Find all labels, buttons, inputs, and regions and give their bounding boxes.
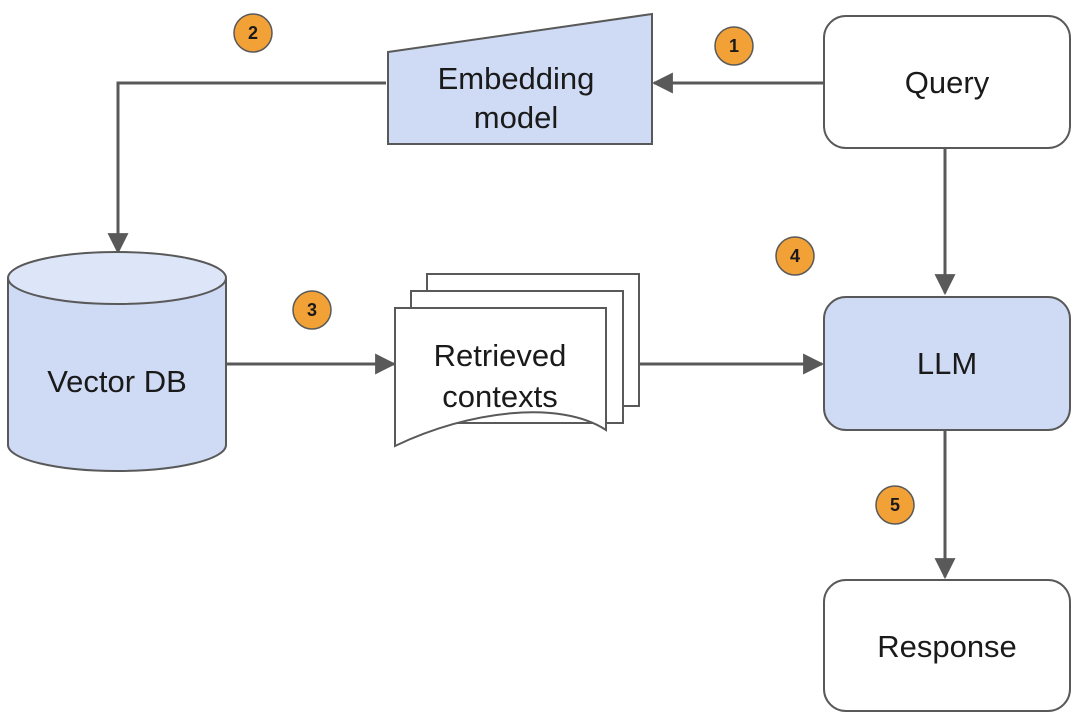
step-badge-1: 1 <box>714 26 754 66</box>
document-front-sheet <box>394 307 607 448</box>
llm-node[interactable]: LLM <box>823 296 1071 431</box>
embedding-model-node[interactable]: Embedding model <box>387 12 653 145</box>
retrieved-contexts-label-line1: Retrieved <box>434 338 567 373</box>
vector-db-node[interactable]: Vector DB <box>7 251 227 472</box>
retrieved-contexts-label-line2: contexts <box>442 379 557 414</box>
step-badge-2-number: 2 <box>248 23 258 43</box>
embedding-model-label-line2: model <box>474 100 558 135</box>
step-badge-3: 3 <box>292 290 332 330</box>
query-node[interactable]: Query <box>823 15 1071 149</box>
vector-db-label: Vector DB <box>47 364 187 399</box>
response-node[interactable]: Response <box>823 579 1071 712</box>
query-label: Query <box>905 65 990 100</box>
step-badge-1-number: 1 <box>729 36 739 56</box>
step-badge-4-number: 4 <box>790 246 800 266</box>
step-badge-5: 5 <box>875 485 915 525</box>
step-badge-5-number: 5 <box>890 495 900 515</box>
retrieved-contexts-node[interactable]: Retrieved contexts <box>394 273 640 448</box>
llm-label: LLM <box>917 346 977 381</box>
edge-embedding-to-vectordb <box>107 81 386 255</box>
step-badge-4: 4 <box>775 236 815 276</box>
embedding-model-label-line1: Embedding <box>438 61 595 96</box>
step-badge-2: 2 <box>233 13 273 53</box>
step-badge-3-number: 3 <box>307 300 317 320</box>
response-label: Response <box>877 629 1017 664</box>
